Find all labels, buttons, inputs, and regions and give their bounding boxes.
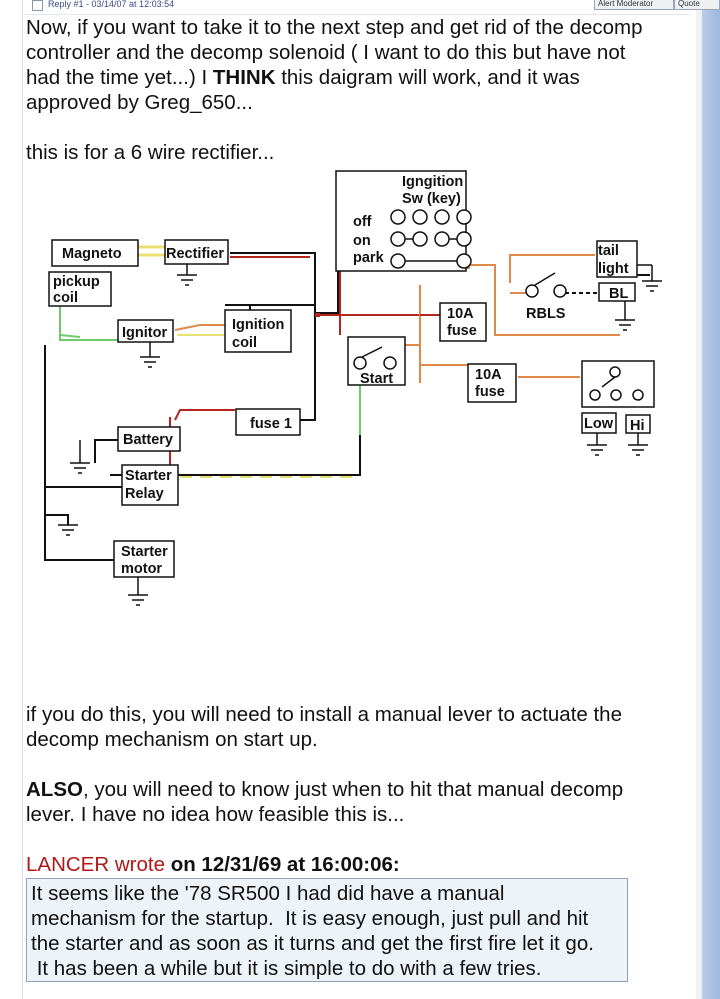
low-label: Low [584,416,614,432]
ground-symbol [177,264,197,286]
post-line: approved by Greg_650... [26,91,253,114]
rbls-label: RBLS [526,306,566,322]
ignition-coil-label-2: coil [232,335,257,351]
starter-relay-box [121,464,179,506]
ignition-coil-box [224,309,292,353]
post-line: controller and the decomp solenoid ( I w… [26,41,626,64]
battery-label: Battery [123,432,173,448]
switch-park-label: park [353,250,385,266]
page-scrollbar[interactable] [702,0,720,999]
fuse-10a-1-box [439,302,487,342]
quote-box: It seems like the '78 SR500 I had did ha… [26,878,628,982]
emphasis-think: THINK [212,66,276,89]
fuse-10a-2-label-2: fuse [475,384,505,400]
starter-relay-label-1: Starter [125,468,172,484]
left-gutter [0,0,23,999]
quote-line: the starter and as soon as it turns and … [31,932,594,955]
fuse-10a-2-label-1: 10A [475,367,502,383]
ign-switch-title-2: Sw (key) [402,191,461,207]
starter-motor-box [113,540,175,578]
ign-switch-title-1: Igngition [402,174,463,190]
post-header: Reply #1 - 03/14/07 at 12:03:54 Alert Mo… [32,0,720,12]
header-divider [24,14,689,15]
bl-label: BL [609,286,628,302]
switch-on-label: on [353,233,371,249]
ignition-coil-label-1: Ignition [232,317,284,333]
post-paragraph-3: if you do this, you will need to install… [26,702,688,752]
wire-green [59,303,120,341]
ignitor-label: Ignitor [122,325,167,341]
battery-box [117,426,181,452]
start-label: Start [360,371,393,387]
post-line: if you do this, you will need to install… [26,703,622,726]
starter-relay-label-2: Relay [125,486,164,502]
quote-author-link[interactable]: LANCER wrote [26,853,165,876]
starter-motor-label-2: motor [121,561,162,577]
ignitor-box [117,319,174,343]
post-line: decomp mechanism on start up. [26,728,318,751]
low-box [581,412,617,434]
quote-button[interactable]: Quote [674,0,720,10]
post-line: had the time yet...) I [26,66,213,89]
quote-line: It seems like the '78 SR500 I had did ha… [31,882,505,905]
emphasis-also: ALSO [26,778,83,801]
magneto-label: Magneto [62,246,122,262]
wiring-diagram: Igngition Sw (key) off on park Magneto R… [44,170,662,606]
fuse1-label: fuse 1 [250,416,292,432]
alert-moderator-button[interactable]: Alert Moderator [594,0,674,10]
pickup-coil-label-1: pickup [53,274,100,290]
tail-light-box [596,240,638,278]
magneto-box [51,239,139,267]
reply-info: Reply #1 - 03/14/07 at 12:03:54 [48,0,175,9]
quote-date: on 12/31/69 at 16:00:06: [165,853,400,876]
bl-box [598,282,636,302]
pickup-coil-label-2: coil [53,290,78,306]
quote-line: mechanism for the startup. It is easy en… [31,907,589,930]
pickup-coil-box [48,271,112,307]
fuse-10a-1-label-2: fuse [447,323,477,339]
rectifier-label: Rectifier [166,246,224,262]
fuse1-box [235,408,301,436]
post-line: , you will need to know just when to hit… [82,778,624,801]
post-line: this daigram will work, and it was [275,66,580,89]
right-border [696,0,702,999]
post-paragraph-2: this is for a 6 wire rectifier... [26,141,275,164]
starter-motor-label-1: Starter [121,544,168,560]
fuse-10a-2-box [467,363,517,403]
hi-label: Hi [630,418,645,434]
quote-line: It has been a while but it is simple to … [31,957,542,980]
post-paragraph-1: Now, if you want to take it to the next … [26,15,688,115]
rectifier-box [164,239,229,265]
post-line: lever. I have no idea how feasible this … [26,803,405,826]
tail-light-label-2: light [598,261,629,277]
post-line: Now, if you want to take it to the next … [26,16,643,39]
select-post-checkbox[interactable] [32,0,43,11]
post-paragraph-4: ALSO, you will need to know just when to… [26,777,688,827]
tail-light-label-1: tail [598,243,619,259]
quote-header: LANCER wrote on 12/31/69 at 16:00:06: [26,852,400,877]
switch-off-label: off [353,214,372,230]
fuse-10a-1-label-1: 10A [447,306,474,322]
